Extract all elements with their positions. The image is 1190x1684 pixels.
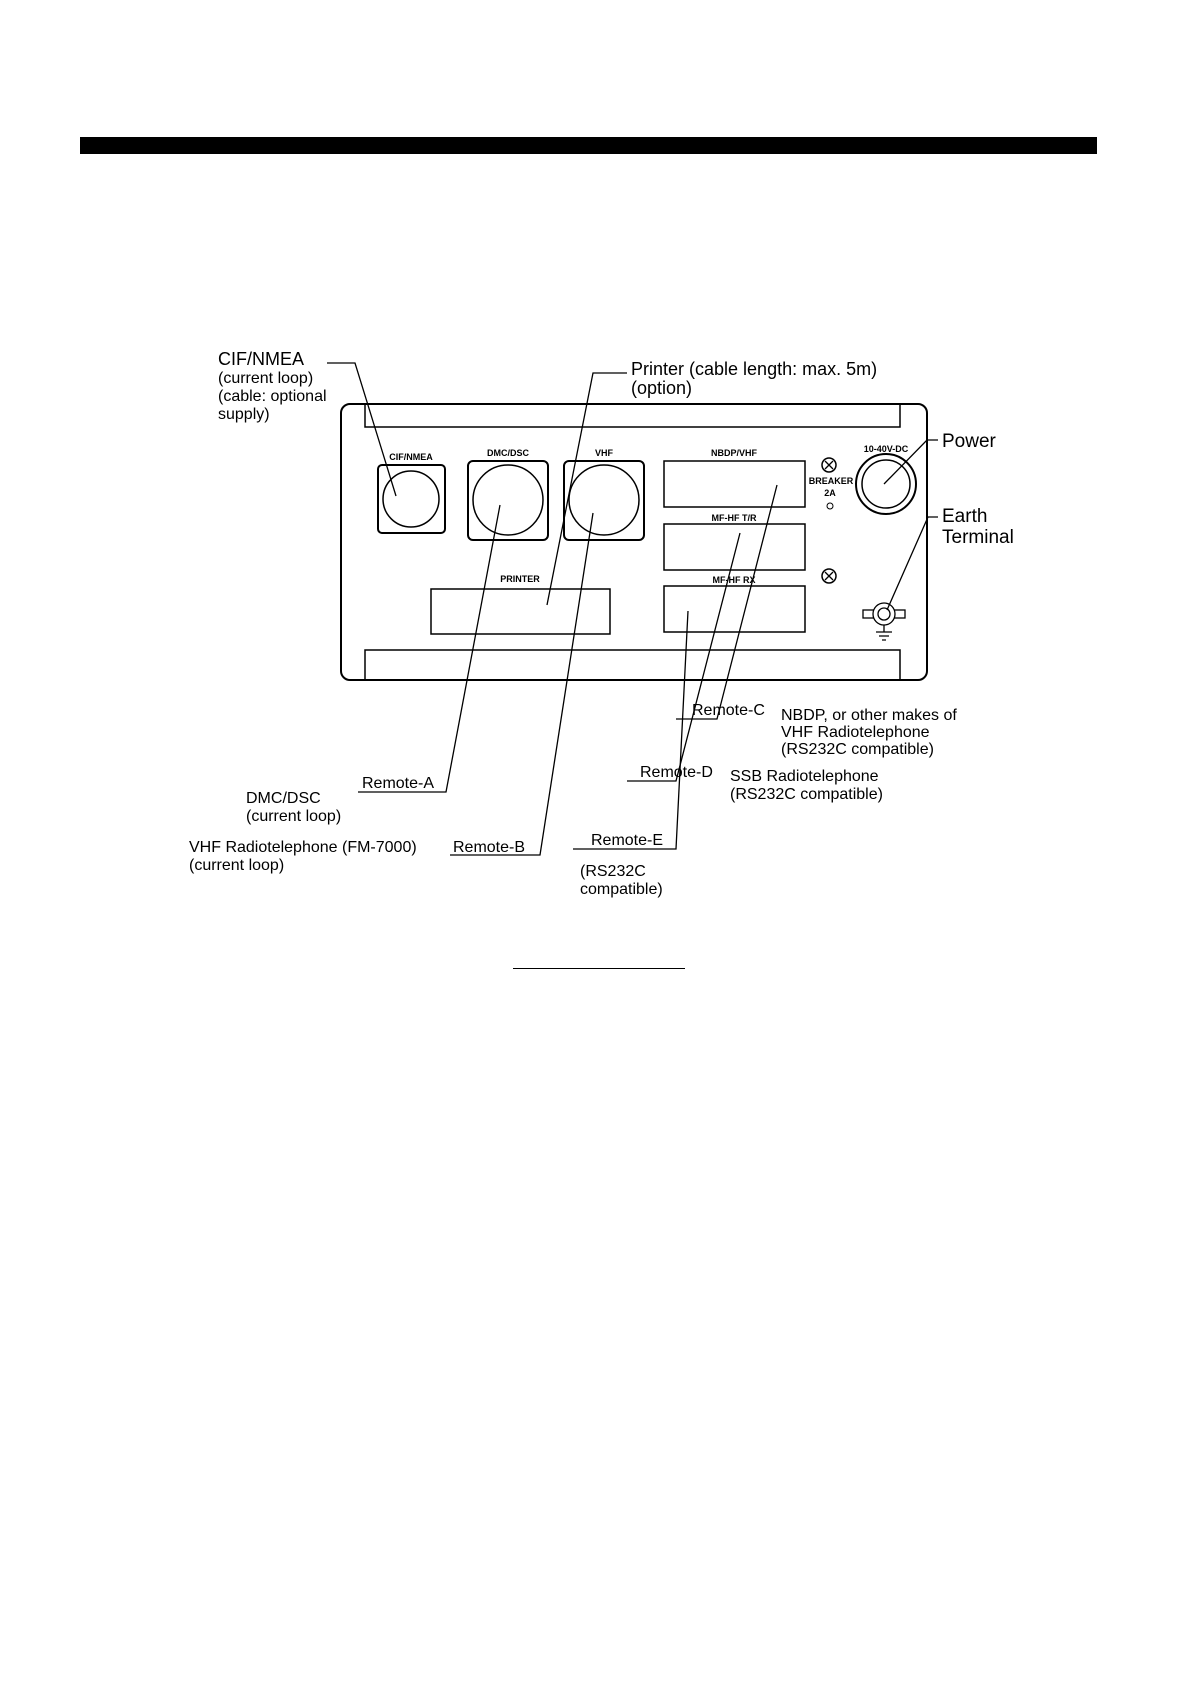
callout-remote-c: Remote-C NBDP, or other makes of VHF Rad…: [692, 702, 957, 758]
earth-terminal-icon: [862, 602, 906, 641]
mf-hf-rx-connector: MF-HF RX: [663, 575, 806, 633]
cif-callout-line2: (current loop): [218, 370, 313, 387]
vhf-port-label: VHF: [595, 448, 614, 458]
leader-lines: [327, 362, 938, 856]
printer-connector: PRINTER: [430, 574, 611, 635]
breaker: BREAKER 2A: [809, 457, 854, 510]
power-callout: Power: [942, 431, 997, 452]
remote-e-desc-line1: (RS232C: [580, 863, 646, 880]
mf-hf-tr-port-label: MF-HF T/R: [712, 513, 757, 523]
printer-callout-line2: (option): [631, 378, 692, 398]
dmc-dsc-port-label: DMC/DSC: [487, 448, 529, 458]
remote-d-desc-line2: (RS232C compatible): [730, 786, 883, 803]
callout-remote-d: Remote-D SSB Radiotelephone (RS232C comp…: [640, 764, 883, 803]
nbdp-vhf-port-label: NBDP/VHF: [711, 448, 758, 458]
earth-callout-line1: Earth: [942, 506, 987, 527]
breaker-label: BREAKER: [809, 476, 854, 486]
screw-icon: [821, 568, 837, 584]
callout-printer: Printer (cable length: max. 5m) (option): [631, 359, 877, 398]
vhf-connector: VHF: [563, 448, 645, 541]
remote-a-desc-line2: (current loop): [246, 808, 341, 825]
callout-remote-e: Remote-E (RS232C compatible): [580, 832, 663, 898]
remote-b-desc-line1: VHF Radiotelephone (FM-7000): [189, 839, 417, 856]
cif-callout-title: CIF/NMEA: [218, 349, 304, 369]
earth-callout-line2: Terminal: [942, 527, 1014, 548]
remote-d-desc-line1: SSB Radiotelephone: [730, 768, 879, 785]
remote-c-desc-line3: (RS232C compatible): [781, 741, 934, 758]
remote-e-desc-line2: compatible): [580, 881, 663, 898]
callout-remote-a: Remote-A DMC/DSC (current loop): [246, 775, 434, 825]
panel-housing: [340, 403, 928, 681]
caption-rule: [513, 968, 685, 969]
breaker-rating: 2A: [824, 488, 836, 498]
callout-earth: Earth Terminal: [942, 506, 1014, 548]
screw-icon: [821, 457, 837, 473]
printer-callout-title: Printer (cable length: max. 5m): [631, 359, 877, 379]
mf-hf-tr-connector: MF-HF T/R: [663, 513, 806, 571]
callout-cif-nmea: CIF/NMEA (current loop) (cable: optional…: [218, 349, 327, 423]
dmc-dsc-connector: DMC/DSC: [467, 448, 549, 541]
cif-callout-line3: (cable: optional: [218, 388, 327, 405]
cif-callout-line4: supply): [218, 406, 270, 423]
remote-b-label: Remote-B: [453, 839, 525, 856]
remote-c-desc-line2: VHF Radiotelephone: [781, 724, 930, 741]
remote-a-desc-line1: DMC/DSC: [246, 790, 321, 807]
power-rating-label: 10-40V-DC: [864, 444, 909, 454]
header-rule: [80, 137, 1097, 154]
remote-e-label: Remote-E: [591, 832, 663, 849]
remote-c-label: Remote-C: [692, 702, 765, 719]
printer-port-label: PRINTER: [500, 574, 540, 584]
breaker-button-icon: [826, 502, 834, 510]
remote-b-desc-line2: (current loop): [189, 857, 284, 874]
cif-nmea-connector: CIF/NMEA: [377, 452, 446, 534]
nbdp-vhf-connector: NBDP/VHF: [663, 448, 806, 508]
cif-nmea-port-label: CIF/NMEA: [389, 452, 433, 462]
remote-a-label: Remote-A: [362, 775, 434, 792]
callout-remote-b: Remote-B VHF Radiotelephone (FM-7000) (c…: [189, 839, 525, 874]
remote-c-desc-line1: NBDP, or other makes of: [781, 707, 957, 724]
remote-d-label: Remote-D: [640, 764, 713, 781]
mf-hf-rx-port-label: MF-HF RX: [713, 575, 756, 585]
power-connector: 10-40V-DC: [855, 444, 917, 515]
